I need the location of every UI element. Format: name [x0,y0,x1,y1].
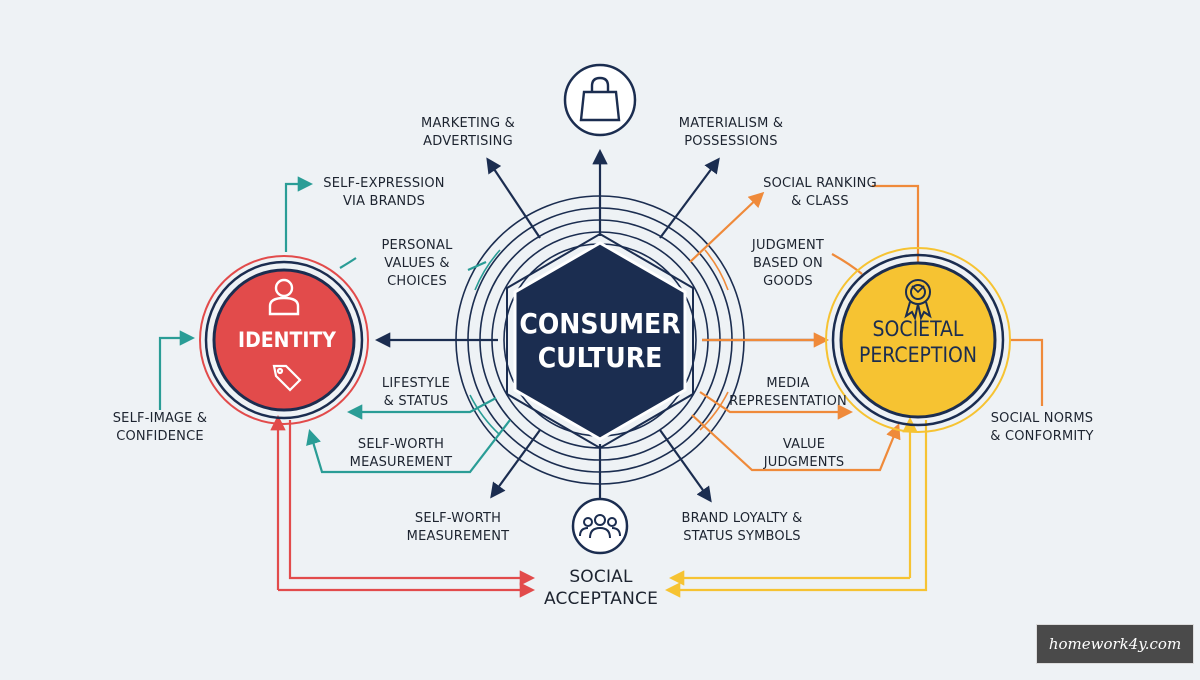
label-line: REPRESENTATION [729,394,847,409]
identity-title: IDENTITY [238,328,336,352]
societal-node [825,247,1011,433]
consumer-culture-title-line-1: CONSUMER [519,307,681,340]
people-group-icon [579,514,621,539]
label-line: SOCIAL NORMS [990,411,1094,426]
label-line: SELF-IMAGE & [112,411,208,426]
watermark: homework4y.com [1036,624,1194,664]
yellow-loop [664,416,928,598]
label-line: GOODS [763,274,813,289]
arrow-self-worth-left [306,419,511,474]
people-node [571,497,629,555]
label-brand-loyalty: BRAND LOYALTY & STATUS SYMBOLS [682,510,803,546]
label-line: PERSONAL [381,238,453,253]
societal-middle-ring [831,253,1005,427]
award-badge-icon [904,279,932,321]
label-line: VALUES & [384,256,450,271]
social-acceptance-title: SOCIAL ACCEPTANCE [544,566,658,610]
person-icon [268,278,300,316]
arrow-social-ranking [689,191,765,263]
connector-personal-values [339,257,357,269]
connector-social-ranking [872,184,920,272]
label-self-worth-bottom: SELF-WORTH MEASUREMENT [407,510,510,546]
identity-middle-ring [204,260,364,420]
connector-judgment [831,253,863,275]
teal-flows [158,176,511,474]
connector-social-norms [1010,338,1044,406]
arrow-materialism [659,157,720,239]
label-line: BRAND LOYALTY & [681,511,803,526]
label-line: & CLASS [791,194,849,209]
arrow-brand-loyalty [659,429,712,503]
label-self-image: SELF-IMAGE & CONFIDENCE [113,410,208,446]
red-loop [270,414,536,598]
shopping-bag-node [563,63,637,137]
label-line: CHOICES [387,274,447,289]
label-line: POSSESSIONS [684,134,778,149]
label-line: STATUS SYMBOLS [683,529,801,544]
label-line: JUDGMENTS [763,455,845,470]
label-line: VIA BRANDS [342,194,426,209]
price-tag-icon [272,364,302,392]
arrow-media [699,391,854,420]
label-materialism-possessions: MATERIALISM & POSSESSIONS [679,115,783,151]
hub-ring-accents [469,249,729,436]
label-line: CONFIDENCE [116,429,204,444]
arrow-yellow-to-acceptance [664,420,928,598]
societal-title-line-2: PERCEPTION [858,343,978,367]
connector-personal-values-hub [467,260,487,272]
shopping-bag-icon [579,76,621,122]
label-judgment: JUDGMENT BASED ON GOODS [752,237,824,291]
arrow-marketing [486,157,541,239]
consumer-culture-title: CONSUMER CULTURE [519,307,680,375]
societal-perception-title: SOCIETAL PERCEPTION [859,316,977,368]
orange-flows [689,184,1044,472]
label-line: ADVERTISING [423,134,513,149]
label-lifestyle-status: LIFESTYLE & STATUS [382,375,450,411]
identity-circle [212,268,356,412]
consumer-culture-title-line-2: CULTURE [537,341,663,374]
social-acceptance-line-1: SOCIAL [569,567,633,587]
label-marketing-advertising: MARKETING & ADVERTISING [421,115,515,151]
arrow-lifestyle [346,397,497,420]
label-personal-values: PERSONAL VALUES & CHOICES [381,237,452,291]
label-line: LIFESTYLE [381,376,451,391]
societal-title-line-1: SOCIETAL [872,317,964,341]
bag-circle [563,63,637,137]
hexagon-outline [506,232,694,450]
arrow-red-to-acceptance [288,420,536,586]
label-line: MATERIALISM & [678,116,784,131]
identity-outer-ring [199,255,369,425]
label-line: MARKETING & [421,116,515,131]
label-social-ranking: SOCIAL RANKING & CLASS [763,175,877,211]
consumer-culture-hexagon [513,241,687,441]
label-line: SELF-WORTH [414,511,502,526]
identity-node [199,255,369,425]
label-self-worth-left: SELF-WORTH MEASUREMENT [350,436,453,472]
label-line: SOCIAL RANKING [763,176,877,191]
label-line: BASED ON [753,256,823,271]
arrow-self-expression [284,176,314,252]
arrow-value-judgments [691,414,901,472]
label-self-expression: SELF-EXPRESSION VIA BRANDS [323,175,444,211]
label-social-norms: SOCIAL NORMS & CONFORMITY [990,410,1093,446]
label-line: JUDGMENT [751,238,825,253]
label-media-representation: MEDIA REPRESENTATION [729,375,847,411]
label-line: MEDIA [766,376,810,391]
label-value-judgments: VALUE JUDGMENTS [764,436,845,472]
label-line: MEASUREMENT [349,455,453,470]
label-line: VALUE [782,437,826,452]
societal-circle [839,261,997,419]
arrow-self-worth-bottom [490,429,541,499]
arrow-self-image [158,330,196,410]
societal-outer-ring [825,247,1011,433]
label-line: & STATUS [383,394,449,409]
label-line: SELF-EXPRESSION [323,176,445,191]
label-line: SELF-WORTH [357,437,445,452]
label-line: & CONFORMITY [990,429,1094,444]
social-acceptance-line-2: ACCEPTANCE [543,589,659,609]
label-line: MEASUREMENT [406,529,510,544]
